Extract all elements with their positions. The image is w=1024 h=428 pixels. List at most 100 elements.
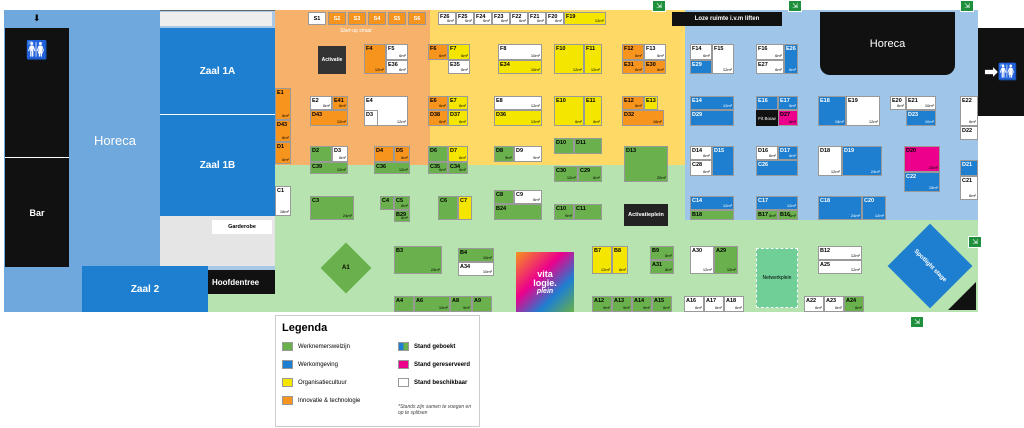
stand-e13[interactable]: E13	[644, 96, 658, 110]
stand-d2[interactable]: D2	[310, 146, 332, 162]
stand-b18[interactable]: B18	[690, 210, 734, 220]
stand-b24[interactable]: B24	[494, 204, 542, 220]
stand-d4[interactable]: D4	[374, 146, 394, 162]
stand-e16[interactable]: E16	[756, 96, 778, 110]
stand-c6[interactable]: C6	[438, 196, 458, 220]
stand-e29[interactable]: E29	[690, 60, 712, 74]
stand-d11[interactable]: D11	[574, 138, 602, 154]
stand-a4[interactable]: A4	[394, 296, 414, 312]
stand-d10[interactable]: D10	[554, 138, 574, 154]
startup-stand-s2[interactable]: S2	[328, 12, 346, 25]
stand-a9[interactable]: A9	[472, 296, 492, 312]
startup-stand-s3[interactable]: S3	[348, 12, 366, 25]
startup-stand-s6[interactable]: S6	[408, 12, 426, 25]
stand-c26[interactable]: C26	[756, 160, 798, 176]
stand-d15[interactable]: D15	[712, 146, 734, 176]
stand-d21[interactable]: D21	[960, 160, 978, 176]
startup-stand-s5[interactable]: S5	[388, 12, 406, 25]
stand-c11[interactable]: C11	[574, 204, 602, 220]
stand-d3[interactable]: D3	[364, 110, 378, 126]
stand-c8[interactable]: C8	[494, 190, 514, 204]
stand-d6[interactable]: D6	[428, 146, 448, 162]
